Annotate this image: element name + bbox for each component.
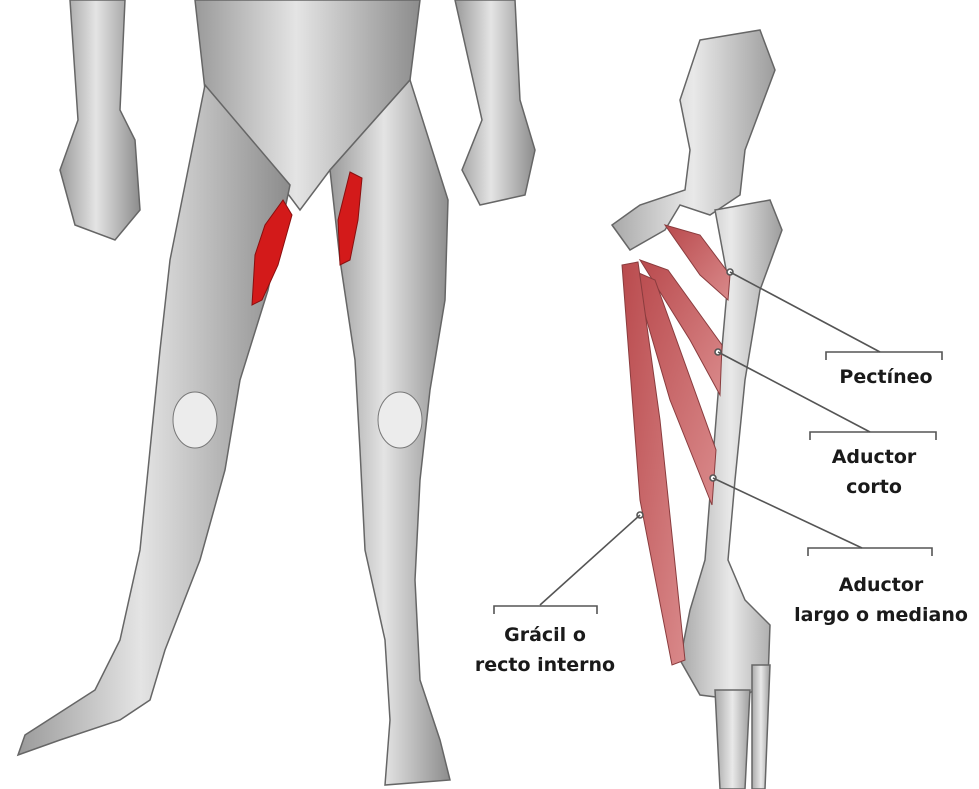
right-leg (18, 85, 290, 755)
label-aductor-largo-line1: Aductor (786, 570, 976, 600)
aductor-largo-bracket (808, 548, 932, 556)
label-pectineo-text: Pectíneo (830, 362, 942, 392)
label-gracil: Grácil o recto interno (470, 620, 620, 680)
left-forearm (455, 0, 535, 205)
label-pectineo: Pectíneo (830, 362, 942, 392)
right-forearm (60, 0, 140, 240)
label-gracil-line1: Grácil o (470, 620, 620, 650)
tibia-bone (715, 690, 750, 789)
label-aductor-largo: Aductor largo o mediano (786, 570, 976, 630)
label-aductor-corto: Aductor corto (810, 442, 938, 502)
right-knee (173, 392, 217, 448)
left-knee (378, 392, 422, 448)
gracil-bracket (494, 606, 597, 614)
label-gracil-line2: recto interno (470, 650, 620, 680)
gracil-leader (540, 515, 640, 605)
label-aductor-largo-line2: largo o mediano (786, 600, 976, 630)
label-aductor-corto-line1: Aductor (810, 442, 938, 472)
front-legs-figure (18, 0, 535, 785)
femur-pelvis-figure (612, 30, 782, 789)
aductor-corto-bracket (810, 432, 936, 440)
fibula-bone (752, 665, 770, 789)
pectineo-bracket (826, 352, 942, 360)
label-aductor-corto-line2: corto (810, 472, 938, 502)
